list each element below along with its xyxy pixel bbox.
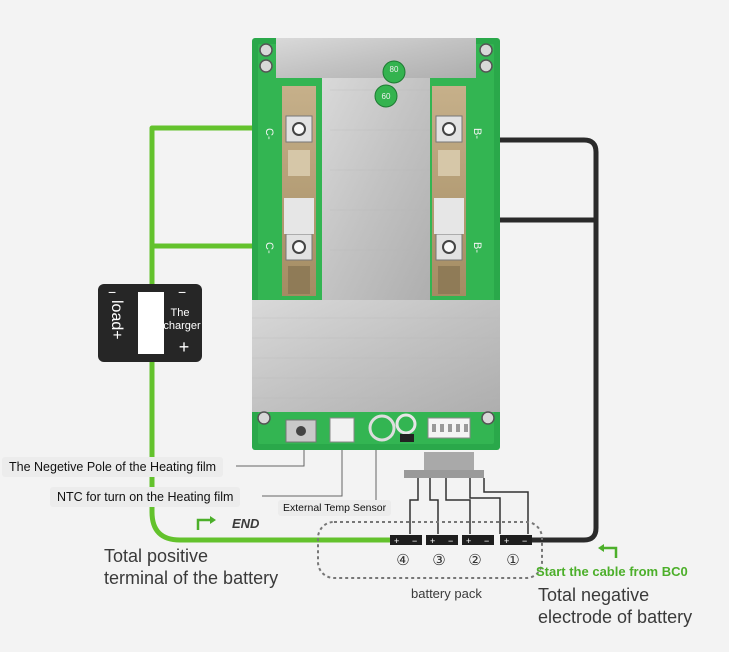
charger-label-line2: charger: [163, 320, 201, 332]
battery-cell-number: ④: [396, 551, 409, 569]
balance-connector-block: [424, 452, 474, 470]
temperature-badge-bottom: [374, 84, 398, 108]
end-arrow: [196, 518, 212, 530]
battery-cell-minus: −: [412, 536, 417, 546]
battery-cell-body: [500, 535, 532, 545]
balance-lines: [409, 478, 529, 534]
battery-cell-body: [426, 535, 458, 545]
bottom-heatsink: [252, 300, 500, 412]
battery-cell-minus: −: [448, 536, 453, 546]
battery-cell: + −①: [500, 535, 532, 569]
battery-cell: + −③: [426, 535, 458, 569]
port-label-b-minus-bottom: B-: [471, 242, 483, 253]
total-positive-label: Total positive terminal of the battery: [104, 545, 278, 589]
total-negative-line1: Total negative: [538, 585, 650, 605]
top-heatsink: [276, 38, 476, 78]
external-temp-sensor-label: External Temp Sensor: [278, 500, 392, 516]
port-label-b-minus-top: B-: [471, 128, 483, 139]
load-minus: −: [108, 284, 116, 300]
heating-film-negative-label: The Negetive Pole of the Heating film: [2, 457, 224, 477]
battery-cell-body: [390, 535, 422, 545]
total-positive-line2: terminal of the battery: [104, 568, 279, 588]
battery-cell: + −②: [462, 535, 494, 569]
port-label-c-minus-top: C-: [263, 128, 275, 140]
mounting-holes: [257, 43, 495, 425]
b-minus-pads: [432, 86, 466, 296]
battery-pack-outline: [317, 521, 543, 579]
total-positive-line1: Total positive: [104, 546, 209, 566]
battery-cell-plus: +: [466, 536, 471, 546]
start-cable-label: Start the cable from BC0: [536, 564, 688, 579]
battery-cell-minus: −: [522, 536, 527, 546]
battery-cell-plus: +: [430, 536, 435, 546]
bms-board: C- C- B- B- 80 60: [252, 38, 500, 450]
battery-cell: + −④: [390, 535, 422, 569]
charger-label-line1: The: [171, 307, 190, 319]
battery-pack-label: battery pack: [411, 586, 482, 601]
battery-cell-minus: −: [484, 536, 489, 546]
battery-cells: +−④+−③+−②+−①: [390, 535, 532, 569]
battery-cell-number: ③: [432, 551, 445, 569]
battery-cell-body: [462, 535, 494, 545]
bc0-arrow: [602, 546, 618, 558]
temperature-badge-top: [382, 60, 406, 84]
battery-cell-number: ②: [468, 551, 481, 569]
battery-cell-plus: +: [394, 536, 399, 546]
badge-bottom-text: 60: [382, 92, 391, 101]
badge-top-text: 80: [390, 65, 399, 74]
battery-cell-plus: +: [504, 536, 509, 546]
end-label: END: [232, 516, 260, 531]
positive-wire: [149, 125, 392, 543]
load-plus-label: load+: [108, 300, 125, 340]
load-charger-box: load+ − − The charger +: [98, 284, 202, 362]
bottom-connectors: [285, 413, 471, 443]
total-negative-line2: electrode of battery: [538, 607, 693, 627]
total-negative-label: Total negative electrode of battery: [538, 584, 692, 628]
charger-plus: +: [179, 337, 190, 357]
port-label-c-minus-bottom: C-: [263, 242, 275, 254]
leader-lines: [236, 444, 377, 506]
negative-wire: [495, 137, 599, 543]
charger-minus: −: [178, 284, 186, 300]
c-minus-pads: [282, 86, 316, 296]
ntc-label: NTC for turn on the Heating film: [50, 487, 241, 507]
battery-cell-number: ①: [506, 551, 519, 569]
